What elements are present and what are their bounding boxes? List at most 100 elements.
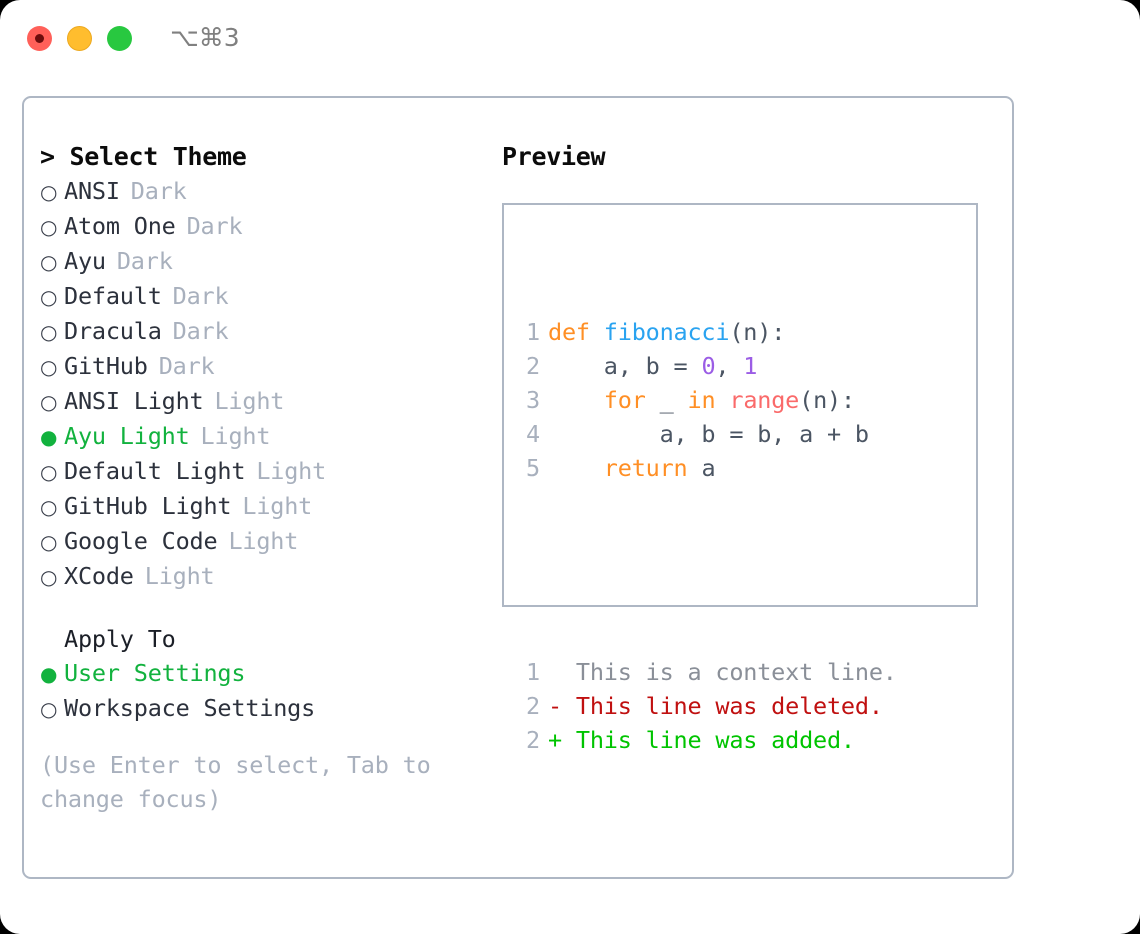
code-token: a	[687, 454, 716, 482]
radio-unselected-icon: ○	[40, 250, 58, 274]
theme-option-ayu[interactable]: ○Ayu Dark	[40, 244, 500, 279]
theme-option-label: Dracula	[64, 317, 162, 345]
code-token: (n):	[729, 318, 786, 346]
theme-option-label: GitHub Light	[64, 492, 232, 520]
keyboard-shortcut-label: ⌥⌘3	[170, 23, 240, 52]
diff-text: This line was added.	[561, 726, 855, 754]
diff-lines: 1 This is a context line.2- This line wa…	[518, 655, 897, 757]
theme-variant-tag: Dark	[172, 282, 229, 310]
line-number: 2	[526, 352, 540, 380]
code-token: range	[729, 386, 800, 414]
code-token: a, b = b, a + b	[548, 420, 869, 448]
minimize-button[interactable]	[67, 26, 92, 51]
radio-unselected-icon: ○	[40, 180, 58, 204]
close-button[interactable]	[27, 26, 52, 51]
theme-option-label: ANSI	[64, 177, 120, 205]
diff-text: This line was deleted.	[561, 692, 883, 720]
apply-to-option-user-settings[interactable]: ●User Settings	[40, 656, 500, 691]
theme-option-dracula[interactable]: ○Dracula Dark	[40, 314, 500, 349]
theme-variant-tag: Dark	[172, 317, 229, 345]
preview-heading: Preview	[502, 142, 606, 171]
radio-unselected-icon: ○	[40, 565, 58, 589]
theme-option-github-light[interactable]: ○GitHub Light Light	[40, 489, 500, 524]
code-line: 4 a, b = b, a + b	[518, 417, 897, 451]
diff-text: This is a context line.	[561, 658, 897, 686]
apply-to-heading: Apply To	[64, 625, 176, 653]
theme-option-label: Ayu Light	[64, 422, 190, 450]
code-token	[548, 454, 604, 482]
line-number: 4	[526, 420, 540, 448]
line-number: 2	[526, 726, 540, 754]
radio-unselected-icon: ○	[40, 355, 58, 379]
diff-line-del: 2- This line was deleted.	[518, 689, 897, 723]
theme-option-label: Ayu	[64, 247, 106, 275]
radio-unselected-icon: ○	[40, 530, 58, 554]
apply-to-list: ●User Settings○Workspace Settings	[40, 656, 500, 726]
diff-line-ctx: 1 This is a context line.	[518, 655, 897, 689]
code-token: fibonacci	[603, 318, 730, 346]
code-token: (n):	[799, 386, 855, 414]
code-token	[548, 386, 604, 414]
theme-option-label: Google Code	[64, 527, 218, 555]
code-token	[715, 386, 729, 414]
code-token: def	[548, 318, 604, 346]
apply-to-option-label: Workspace Settings	[64, 694, 316, 722]
diff-marker: +	[548, 726, 562, 754]
line-number: 3	[526, 386, 540, 414]
theme-variant-tag: Light	[242, 492, 313, 520]
theme-variant-tag: Dark	[186, 212, 243, 240]
diff-line-add: 2 + This line was added.	[518, 723, 897, 757]
code-token: 0	[701, 352, 716, 380]
radio-unselected-icon: ○	[40, 320, 58, 344]
theme-option-label: XCode	[64, 562, 134, 590]
code-token: in	[687, 386, 716, 414]
code-token: a, b =	[548, 352, 702, 380]
select-theme-heading: > Select Theme	[40, 142, 247, 171]
diff-marker	[548, 658, 562, 686]
radio-unselected-icon: ○	[40, 697, 58, 721]
line-number: 2	[526, 692, 540, 720]
theme-variant-tag: Light	[228, 527, 299, 555]
code-token: 1	[743, 352, 758, 380]
code-line: 2 a, b = 0, 1	[518, 349, 897, 383]
code-line: 1 def fibonacci(n):	[518, 315, 897, 349]
line-number: 1	[526, 318, 540, 346]
code-line: 5 return a	[518, 451, 897, 485]
window-controls	[27, 26, 132, 51]
apply-to-option-workspace-settings[interactable]: ○Workspace Settings	[40, 691, 500, 726]
radio-selected-icon: ●	[40, 425, 58, 449]
code-token: return	[603, 454, 688, 482]
line-number: 5	[526, 454, 540, 482]
radio-unselected-icon: ○	[40, 460, 58, 484]
theme-option-label: ANSI Light	[64, 387, 204, 415]
zoom-button[interactable]	[107, 26, 132, 51]
keyboard-hint-text: (Use Enter to select, Tab to change focu…	[40, 751, 445, 813]
radio-unselected-icon: ○	[40, 285, 58, 309]
radio-unselected-icon: ○	[40, 495, 58, 519]
code-token: _	[645, 386, 688, 414]
theme-option-google-code[interactable]: ○Google Code Light	[40, 524, 500, 559]
theme-option-label: Atom One	[64, 212, 176, 240]
diff-marker: -	[548, 692, 562, 720]
code-line: 3 for _ in range(n):	[518, 383, 897, 417]
title-bar: ⌥⌘3	[0, 0, 1140, 78]
recording-dot-icon	[35, 34, 44, 43]
code-token: for	[603, 386, 646, 414]
theme-variant-tag: Dark	[116, 247, 173, 275]
